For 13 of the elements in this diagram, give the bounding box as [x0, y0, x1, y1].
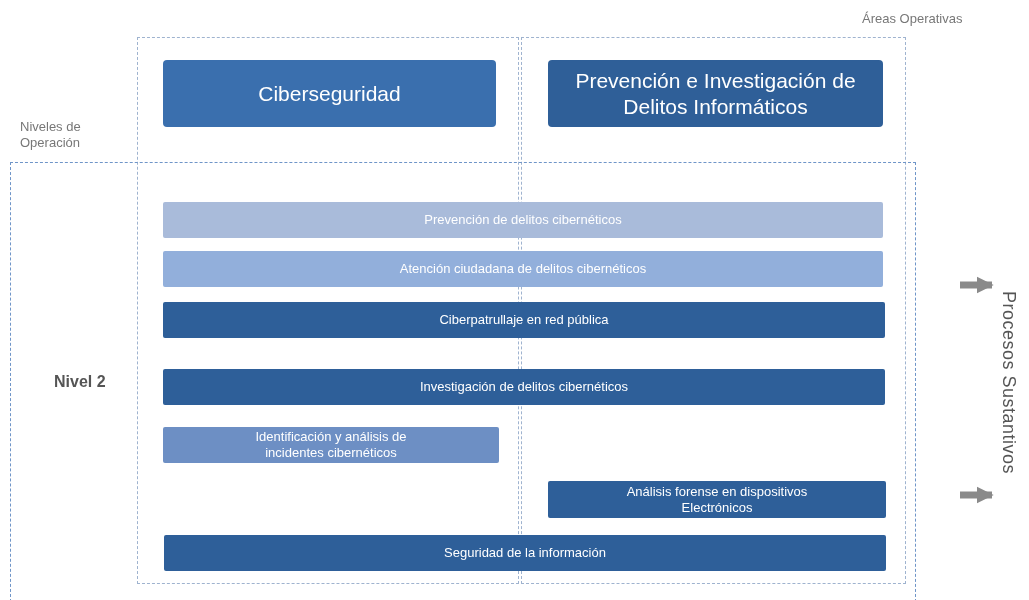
label-text: Niveles de Operación	[20, 119, 82, 151]
area-header-box: Prevención e Investigación de Delitos Informáticos	[548, 60, 883, 127]
label-text: Nivel 2	[54, 372, 106, 392]
process-bar: Prevención de delitos cibernéticos	[163, 202, 883, 238]
process-bar: Seguridad de la información	[164, 535, 886, 571]
process-bar: Ciberpatrullaje en red pública	[163, 302, 885, 338]
process-bar: Investigación de delitos cibernéticos	[163, 369, 885, 405]
process-bar: Identificación y análisis de incidentes cibernéticos	[163, 427, 499, 463]
process-bar: Atención ciudadana de delitos cibernéticos	[163, 251, 883, 287]
process-bar: Análisis forense en dispositivos Electrónicos	[548, 481, 886, 518]
area-header-box: Ciberseguridad	[163, 60, 496, 127]
vertical-text: Procesos Sustantivos	[992, 240, 1024, 525]
label-text: Áreas Operativas	[862, 11, 963, 27]
